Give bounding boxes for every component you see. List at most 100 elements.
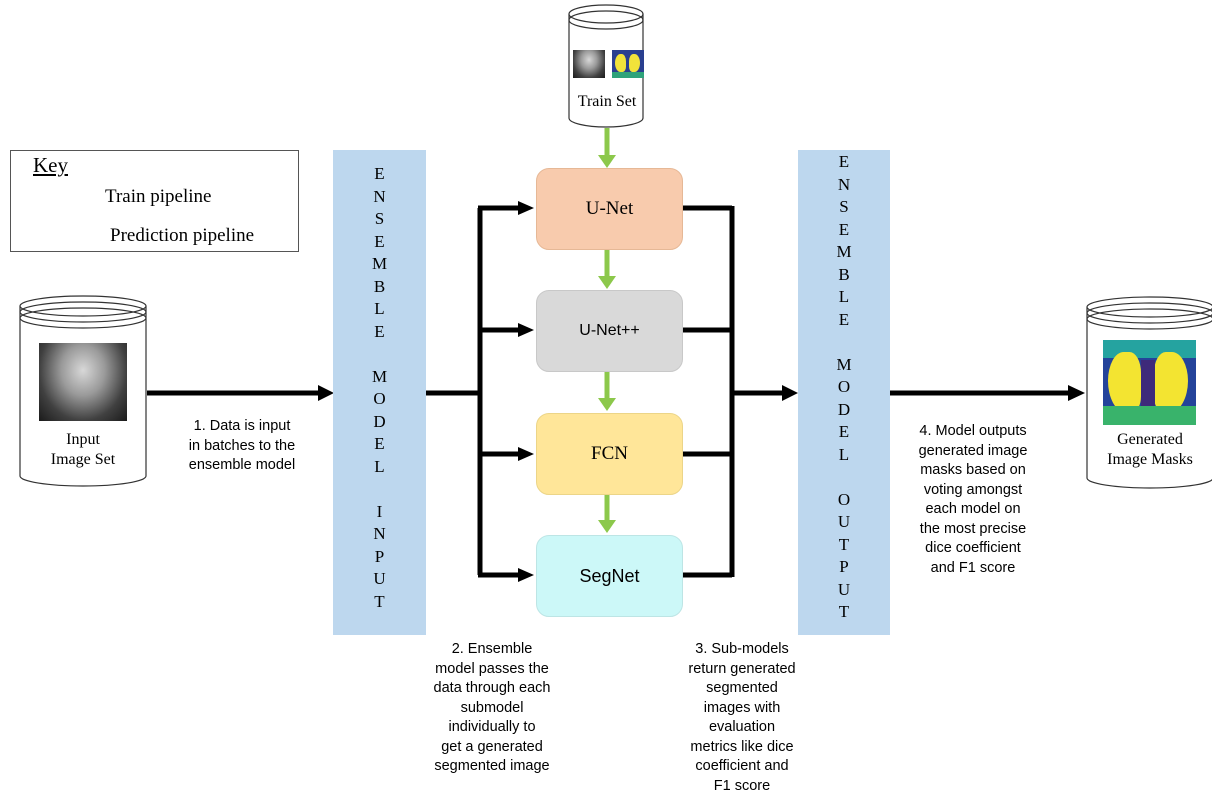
step3-caption-line: F1 score bbox=[713, 777, 771, 794]
ensemble-input-letter bbox=[333, 343, 426, 366]
step2-caption-line: model passes the bbox=[435, 660, 549, 677]
segnet-model-box: SegNet bbox=[536, 535, 683, 617]
step3-caption-line: images with bbox=[703, 699, 781, 716]
ensemble-input-letter: E bbox=[374, 321, 385, 341]
ensemble-input-letter: N bbox=[373, 186, 386, 206]
ensemble-input-letter: L bbox=[374, 456, 385, 476]
ensemble-input-letter: E bbox=[374, 164, 385, 183]
unet-model-box: U-Net bbox=[536, 168, 683, 250]
input-set-label-line2: Image Set bbox=[50, 451, 116, 468]
ensemble-output-letter: D bbox=[837, 399, 851, 419]
step4-caption-line: generated image bbox=[918, 442, 1028, 459]
key-title: Key bbox=[33, 153, 68, 177]
step3-caption-line: metrics like dice bbox=[690, 738, 794, 755]
ensemble-output-letter: E bbox=[838, 422, 850, 441]
ensemble-input-letter: D bbox=[373, 411, 386, 431]
train-set-database bbox=[568, 4, 644, 128]
ensemble-output-letter: T bbox=[838, 602, 850, 621]
ensemble-input-letter: E bbox=[374, 434, 385, 453]
step4-caption-line: dice coefficient bbox=[925, 540, 1021, 556]
ensemble-output-letter: E bbox=[838, 152, 850, 171]
ensemble-input-letter: B bbox=[373, 276, 386, 296]
train-set-label: Train Set bbox=[577, 93, 637, 110]
ensemble-output-letter: E bbox=[838, 309, 850, 329]
key-legend bbox=[10, 150, 299, 252]
train-pipeline-arrows bbox=[598, 128, 616, 533]
train-mask-thumbnail bbox=[612, 50, 644, 78]
ensemble-output-letter: U bbox=[837, 512, 851, 531]
step4-caption-line: the most precise bbox=[919, 520, 1027, 537]
step4-caption: 4. Model outputs generated image masks bas… bbox=[897, 422, 1049, 578]
step1-caption: 1. Data is input in batches to the ensembl… bbox=[168, 417, 316, 476]
fcn-label: FCN bbox=[591, 443, 628, 464]
ensemble-input-letter: S bbox=[374, 209, 385, 228]
step3-caption-line: evaluation bbox=[708, 719, 776, 735]
step2-caption-line: segmented image bbox=[434, 758, 550, 774]
ensemble-output-letter bbox=[798, 466, 890, 489]
generated-mask-image bbox=[1103, 340, 1196, 425]
train-xray-thumbnail bbox=[573, 50, 605, 78]
key-train-label: Train pipeline bbox=[105, 186, 212, 207]
ensemble-output-letter: M bbox=[836, 242, 852, 261]
step2-caption-line: submodel bbox=[460, 699, 524, 716]
step4-caption-line: 4. Model outputs bbox=[919, 423, 1027, 439]
input-xray-image bbox=[39, 343, 127, 421]
segnet-label: SegNet bbox=[579, 565, 640, 586]
step3-caption: 3. Sub-models return generated segmented im… bbox=[660, 640, 824, 796]
step1-caption-line: in batches to the bbox=[188, 437, 296, 454]
step3-caption-line: return generated bbox=[688, 660, 796, 677]
ensemble-output-letter: L bbox=[838, 287, 850, 306]
output-set-label: Generated Image Masks bbox=[1092, 430, 1208, 470]
step3-caption-line: segmented bbox=[706, 680, 778, 696]
ensemble-input-letter: N bbox=[373, 524, 386, 543]
step4-caption-line: and F1 score bbox=[930, 559, 1016, 576]
step1-caption-line: ensemble model bbox=[188, 457, 296, 473]
output-set-label-line2: Image Masks bbox=[1107, 451, 1193, 468]
step3-caption-line: 3. Sub-models bbox=[695, 641, 789, 657]
unet-label: U-Net bbox=[585, 198, 634, 219]
output-to-masks-arrow bbox=[890, 385, 1085, 401]
models-to-ensemble-output bbox=[683, 205, 798, 578]
ensemble-input-letter: M bbox=[371, 254, 388, 273]
ensemble-input-letter: E bbox=[374, 231, 385, 251]
ensemble-input-letter: M bbox=[371, 366, 388, 386]
input-set-label: Input Image Set bbox=[25, 430, 141, 470]
ensemble-output-letter: E bbox=[838, 219, 850, 239]
ensemble-input-letter: I bbox=[376, 501, 383, 521]
ensemble-output-letter bbox=[798, 331, 890, 354]
step2-caption-line: get a generated bbox=[441, 738, 543, 755]
ensemble-output-letter: O bbox=[837, 489, 851, 509]
ensemble-output-letter: M bbox=[836, 354, 852, 374]
ensemble-output-letter: S bbox=[839, 197, 849, 216]
key-prediction-label: Prediction pipeline bbox=[110, 225, 255, 246]
input-set-label-line1: Input bbox=[66, 431, 100, 448]
output-set-label-line1: Generated bbox=[1117, 431, 1183, 448]
step4-caption-line: masks based on bbox=[920, 462, 1026, 478]
ensemble-output-letter: O bbox=[837, 377, 851, 396]
ensemble-input-letter bbox=[333, 478, 426, 501]
step2-caption-line: individually to bbox=[448, 719, 536, 735]
ensemble-input-fanout bbox=[426, 201, 534, 582]
fcn-model-box: FCN bbox=[536, 413, 683, 495]
step3-caption-line: coefficient and bbox=[695, 758, 789, 774]
ensemble-input-letter: P bbox=[374, 546, 385, 566]
ensemble-input-letter: T bbox=[374, 591, 385, 611]
ensemble-output-letter: N bbox=[837, 174, 851, 194]
step1-caption-line: 1. Data is input bbox=[193, 418, 291, 434]
ensemble-input-letter: L bbox=[374, 299, 385, 318]
ensemble-input-letter: O bbox=[373, 389, 386, 408]
ensemble-output-letter: T bbox=[838, 534, 850, 554]
ensemble-output-letter: P bbox=[839, 557, 849, 576]
ensemble-output-letter: L bbox=[838, 444, 850, 464]
step4-caption-line: voting amongst bbox=[923, 481, 1023, 498]
input-to-ensemble-arrow bbox=[147, 385, 334, 401]
unetpp-model-box: U-Net++ bbox=[536, 290, 683, 372]
unetpp-label: U-Net++ bbox=[579, 322, 640, 339]
ensemble-input-letter: U bbox=[373, 569, 386, 588]
